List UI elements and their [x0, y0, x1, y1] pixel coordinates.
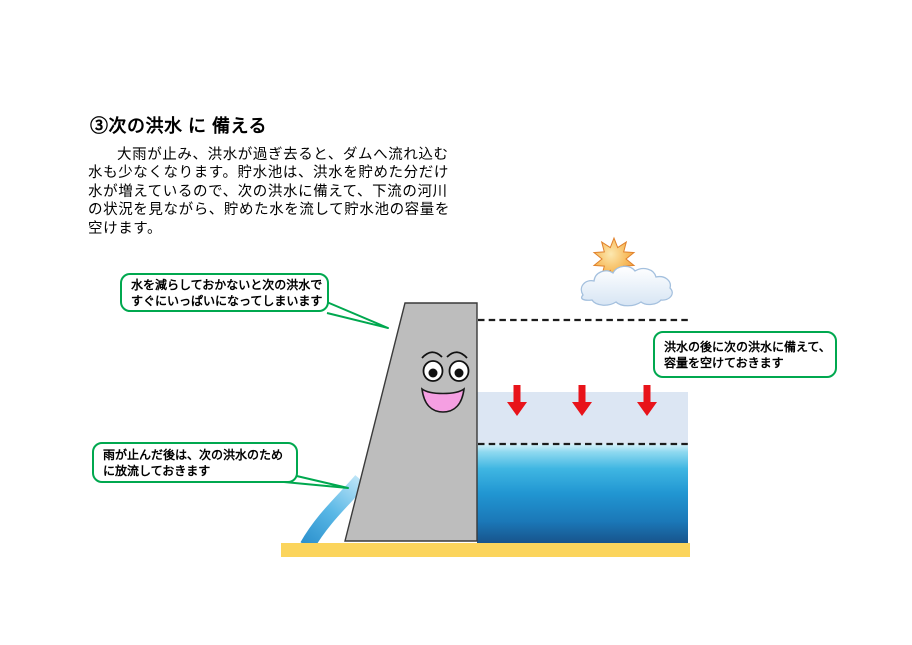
paragraph-line: の状況を見ながら、貯めた水を流して貯水池の容量を: [88, 202, 450, 219]
down-arrow-icon: [507, 385, 527, 416]
bubble-text-line: 水を減らしておかないと次の洪水で: [131, 277, 323, 292]
speech-bubble-empty-capacity: 洪水の後に次の洪水に備えて、 容量を空けておきます: [653, 331, 837, 378]
intro-paragraph: 大雨が止み、洪水が過ぎ去ると、ダムへ流れ込む 水も少なくなります。貯水池は、洪水…: [88, 146, 450, 238]
right-pupil: [454, 368, 464, 378]
left-pupil: [428, 368, 438, 378]
bubble-text-line: 容量を空けておきます: [664, 355, 784, 370]
speech-bubble-release-water: 雨が止んだ後は、次の洪水のため に放流しておきます: [92, 442, 298, 483]
paragraph-line: 水も少なくなります。貯水池は、洪水を貯めた分だけ: [88, 165, 449, 182]
cloud-icon: [580, 265, 673, 307]
paragraph-line: 大雨が止み、洪水が過ぎ去ると、ダムへ流れ込む: [117, 147, 449, 163]
page-title: ③次の洪水 に 備える: [90, 116, 267, 136]
smiling-mouth: [420, 387, 466, 413]
spillway-water-icon: [300, 475, 367, 550]
bubble-text-line: に放流しておきます: [103, 463, 211, 478]
bubble-text-line: すぐにいっぱいになってしまいます: [131, 293, 323, 308]
bubble-tail-reduce: [321, 299, 389, 329]
left-eyebrow: [421, 351, 443, 359]
bubble-text-line: 雨が止んだ後は、次の洪水のため: [103, 447, 284, 462]
down-arrow-icons: [507, 385, 657, 416]
down-arrow-icon: [637, 385, 657, 416]
dam-character-icon: [344, 302, 478, 542]
right-eyebrow: [446, 351, 468, 359]
bubble-text-line: 洪水の後に次の洪水に備えて、: [664, 339, 831, 354]
reservoir-water: [477, 444, 688, 543]
ground-strip: [281, 543, 690, 557]
paragraph-line: 水が増えているので、次の洪水に備えて、下流の河川: [88, 183, 448, 200]
speech-bubble-reduce-water: 水を減らしておかないと次の洪水で すぐにいっぱいになってしまいます: [120, 273, 329, 312]
paragraph-line: 空けます。: [88, 220, 163, 237]
dam-body: [344, 302, 478, 542]
down-arrow-icon: [572, 385, 592, 416]
